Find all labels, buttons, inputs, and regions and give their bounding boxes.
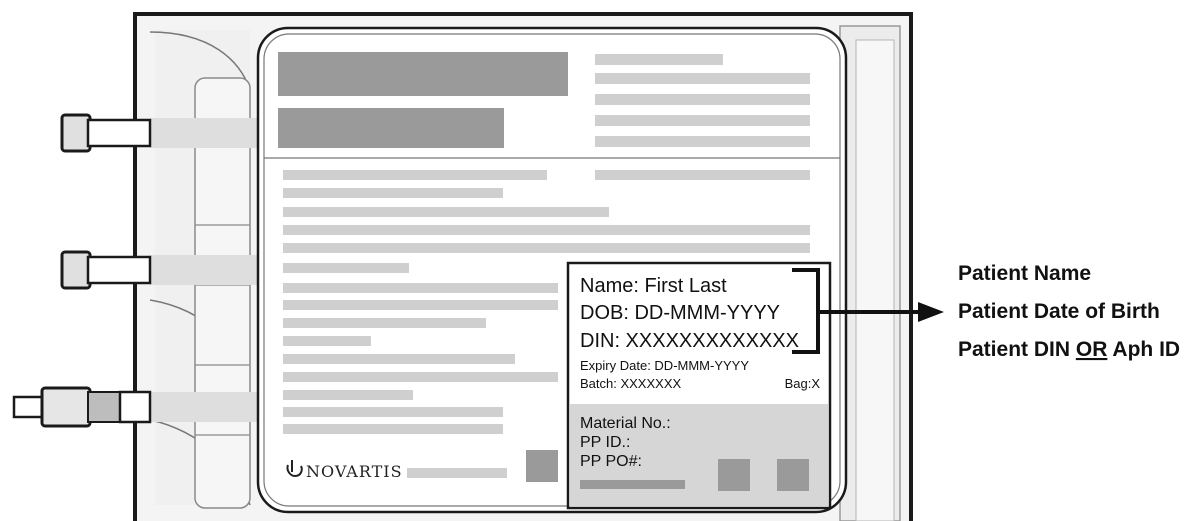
label-din-line: DIN: XXXXXXXXXXXXX bbox=[580, 330, 799, 352]
callout-patient-dob: Patient Date of Birth bbox=[958, 300, 1160, 323]
callout-arrow bbox=[818, 302, 944, 322]
port-bottom-spike bbox=[12, 386, 152, 428]
callout-din-suffix: Aph ID bbox=[1107, 338, 1180, 361]
port-top bbox=[60, 113, 152, 153]
label-bag-line: Bag:X bbox=[785, 376, 821, 391]
label-material-line: Material No.: bbox=[580, 415, 671, 432]
label-bottom-line bbox=[580, 480, 685, 489]
label-code-square-right bbox=[777, 459, 809, 491]
callout-din-prefix: Patient DIN bbox=[958, 338, 1076, 361]
callout-patient-din: Patient DIN OR Aph ID bbox=[958, 338, 1180, 361]
brand-name: NOVARTIS bbox=[306, 462, 403, 481]
label-code-square-left bbox=[718, 459, 750, 491]
novartis-flame-icon bbox=[286, 460, 303, 478]
label-batch-line: Batch: XXXXXXX bbox=[580, 376, 681, 391]
header-block-top bbox=[278, 52, 568, 96]
header-block-bottom bbox=[278, 108, 504, 148]
label-expiry-line: Expiry Date: DD-MMM-YYYY bbox=[580, 358, 749, 373]
label-pp-po-line: PP PO#: bbox=[580, 453, 642, 470]
barcode-square-small bbox=[526, 450, 558, 482]
port-middle bbox=[60, 250, 152, 290]
patient-label: Name: First Last DOB: DD-MMM-YYYY DIN: X… bbox=[566, 261, 832, 510]
header-text-lines bbox=[595, 54, 810, 147]
label-name-line: Name: First Last bbox=[580, 275, 727, 297]
callout-din-or: OR bbox=[1076, 338, 1108, 361]
callout-labels: Patient Name Patient Date of Birth Patie… bbox=[958, 262, 1180, 361]
novartis-logo: NOVARTIS bbox=[286, 460, 403, 481]
label-dob-line: DOB: DD-MMM-YYYY bbox=[580, 302, 780, 324]
callout-patient-name: Patient Name bbox=[958, 262, 1091, 285]
label-pp-id-line: PP ID.: bbox=[580, 434, 630, 451]
body-text-lines bbox=[283, 170, 810, 478]
